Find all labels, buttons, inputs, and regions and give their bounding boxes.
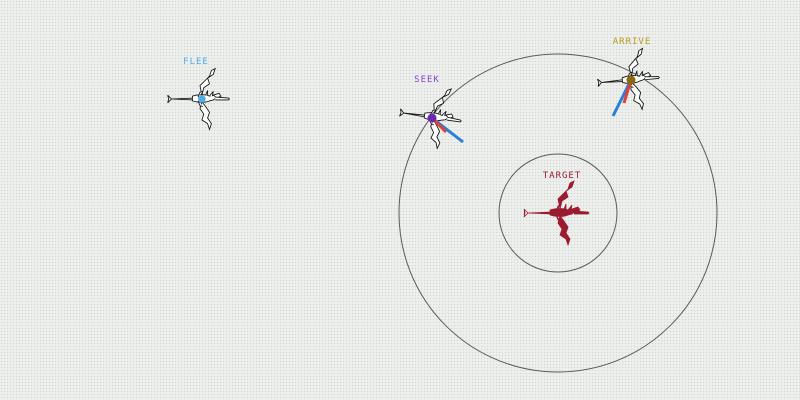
arrive-agent-dot	[626, 75, 636, 85]
target-label: TARGET	[542, 171, 582, 181]
target-dragon[interactable]	[523, 180, 590, 246]
outer-radius-ring	[398, 53, 718, 373]
inner-radius-ring	[498, 153, 618, 273]
seek-label: SEEK	[414, 75, 440, 85]
flee-dragon[interactable]	[167, 68, 230, 130]
flee-agent-dot	[198, 95, 206, 103]
seek-agent-dot	[427, 113, 437, 123]
flee-label: FLEE	[183, 57, 209, 67]
arrive-label: ARRIVE	[612, 37, 652, 47]
